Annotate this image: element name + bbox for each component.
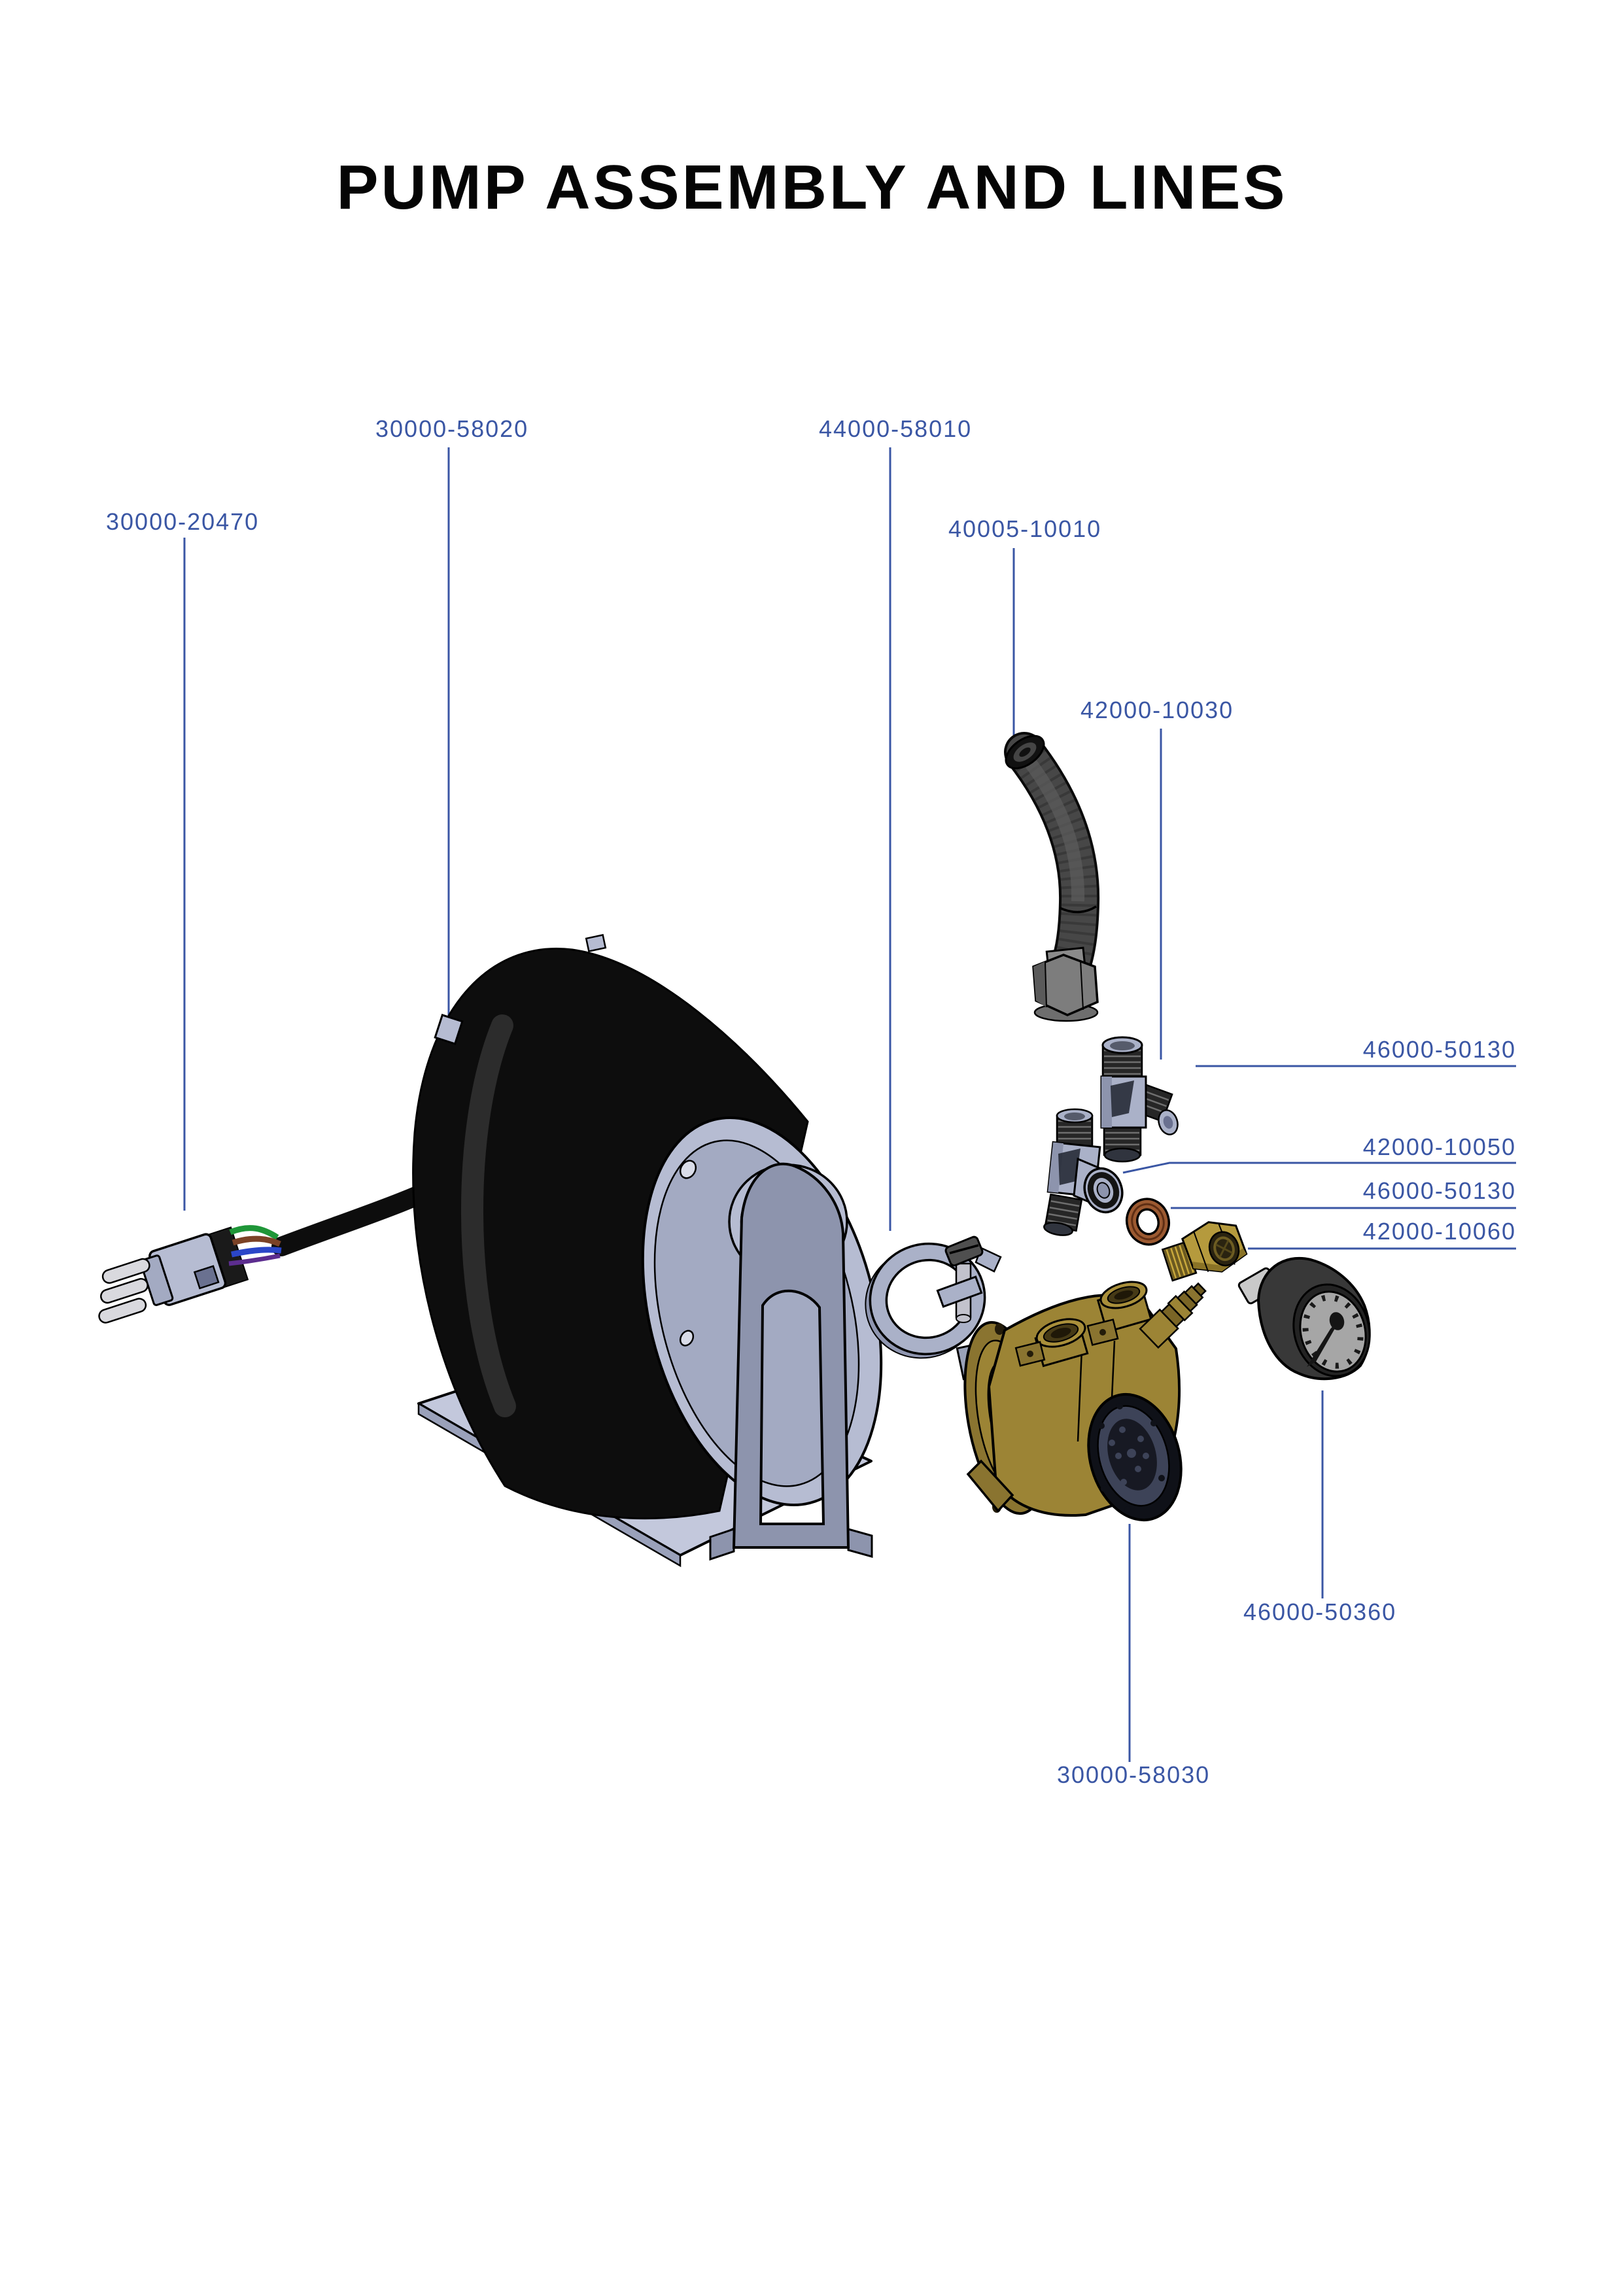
pump-cover-bolts <box>1098 1403 1165 1513</box>
motor-face-screw-hole <box>679 1160 697 1179</box>
part-label-tee-lower: 42000-10050 <box>1362 1133 1516 1160</box>
tee-cast-mark <box>1058 1148 1080 1185</box>
connector-pin <box>98 1298 147 1324</box>
clamp-screw-head <box>944 1235 984 1267</box>
bracket-arch <box>732 1162 850 1549</box>
motor-highlight <box>461 1014 516 1417</box>
nut-bore-threads <box>1213 1236 1235 1262</box>
pump-head <box>956 1281 1207 1522</box>
tee-o-ring <box>1087 1172 1120 1209</box>
part-label-washer-lower: 46000-50130 <box>1362 1177 1516 1204</box>
leader-lines <box>183 447 1516 1762</box>
pressure-gauge <box>1237 1256 1371 1381</box>
washer-hole <box>1136 1208 1160 1235</box>
part-label-gauge: 46000-50360 <box>1243 1598 1397 1625</box>
gauge-needle <box>1307 1316 1342 1367</box>
copper-washer <box>1126 1198 1170 1246</box>
tee-fitting-upper <box>1100 1036 1179 1163</box>
tee-cast-mark <box>1111 1080 1134 1117</box>
pump-port-core <box>1050 1327 1071 1339</box>
connector-window <box>193 1265 220 1290</box>
part-label-motor: 30000-58020 <box>375 415 529 442</box>
part-label-braided-hose: 40005-10010 <box>948 515 1102 542</box>
clamp-screw-slot <box>949 1244 979 1254</box>
hose-clamp <box>865 1235 1002 1359</box>
motor-terminal-tab <box>585 934 607 952</box>
bracket-foot <box>847 1528 873 1558</box>
tee-bottom-rim <box>1043 1222 1073 1236</box>
part-label-power-cord: 30000-20470 <box>106 508 260 535</box>
wire-blue <box>231 1247 282 1258</box>
part-label-washer-upper: 46000-50130 <box>1362 1036 1516 1063</box>
motor-terminal-tab <box>434 1014 464 1045</box>
pump-foot <box>966 1459 1014 1513</box>
wire-brown <box>232 1235 281 1247</box>
washer-ring <box>1131 1203 1165 1241</box>
wire-green <box>229 1225 279 1240</box>
hose-seam <box>1059 905 1097 914</box>
clamp-cross-plate <box>936 1275 983 1308</box>
motor-face-screw-hole <box>679 1330 695 1347</box>
pump-bracket <box>709 1162 873 1561</box>
pump-barb-outlet <box>1139 1282 1207 1349</box>
tee-fitting-lower <box>1043 1108 1124 1236</box>
pump-clamp-bolt <box>1099 1329 1106 1336</box>
part-label-compression-nut: 42000-10060 <box>1362 1218 1516 1245</box>
pump-clamp-bolt <box>1027 1351 1033 1357</box>
connector-pin <box>100 1278 148 1304</box>
part-label-pump-head: 30000-58030 <box>1057 1761 1211 1788</box>
tee-top-opening <box>1064 1113 1085 1120</box>
hose-highlight <box>1023 755 1085 902</box>
braided-hose <box>1004 732 1100 1022</box>
pump-port-core <box>1114 1290 1133 1300</box>
tee-right-port-bore <box>1163 1116 1173 1129</box>
tee-top-opening <box>1110 1041 1135 1050</box>
hose-end-core <box>1019 747 1031 757</box>
tee-body-shade <box>1101 1077 1112 1128</box>
bracket-foot <box>709 1527 735 1561</box>
clamp-bolt-tip <box>956 1314 971 1323</box>
gauge-tick-marks <box>1302 1294 1364 1369</box>
tee-thread-lines <box>1105 1131 1139 1152</box>
compression-nut <box>1161 1221 1248 1282</box>
nut-thread-lines <box>1166 1243 1194 1279</box>
pump-cover-speckles <box>1109 1426 1149 1485</box>
hose-hex-lines <box>1045 959 1084 1010</box>
part-label-tee-upper: 42000-10030 <box>1080 697 1234 723</box>
leader-tee-lower <box>1122 1162 1516 1174</box>
gauge-needle-pivot <box>1329 1312 1345 1330</box>
hose-hex-facet <box>1033 961 1046 1007</box>
tee-front-bore <box>1096 1182 1111 1199</box>
page-title: PUMP ASSEMBLY AND LINES <box>336 152 1288 222</box>
nut-bore-cross <box>1215 1240 1233 1258</box>
tee-thread-lines <box>1047 1200 1080 1226</box>
tee-bottom-rim <box>1103 1147 1141 1163</box>
wire-purple <box>228 1253 281 1266</box>
part-label-hose-clamp: 44000-58010 <box>819 415 973 442</box>
connector-pin <box>101 1258 150 1284</box>
pump-flange-bolt <box>995 1323 1004 1335</box>
